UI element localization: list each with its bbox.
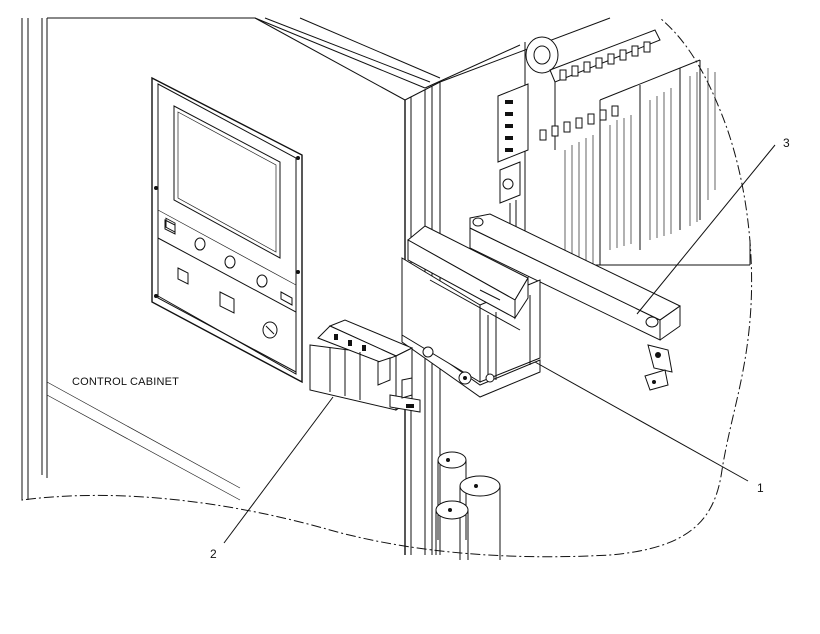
item-3-resistor — [469, 213, 681, 391]
knob-3-icon — [256, 274, 268, 288]
capacitors — [435, 451, 501, 560]
control-cabinet-label: CONTROL CABINET — [72, 376, 179, 388]
leader-lines — [223, 144, 776, 544]
control-cabinet — [47, 17, 441, 555]
leader-line-3 — [636, 144, 776, 315]
callout-2: 2 — [210, 547, 217, 561]
leader-line-1 — [534, 361, 749, 482]
terminal-strip — [549, 29, 701, 265]
callout-1: 1 — [757, 481, 764, 495]
display-screen — [173, 105, 281, 259]
connector-row — [539, 41, 651, 141]
detail-boundary — [21, 17, 753, 558]
knob-1-icon — [194, 237, 206, 251]
cabinet-left-frame — [21, 18, 241, 501]
rear-electronics — [424, 17, 751, 266]
callout-3: 3 — [783, 136, 790, 150]
heat-sink — [564, 68, 716, 264]
item-2-contactor — [309, 319, 421, 413]
knob-2-icon — [224, 255, 236, 269]
din-rail-clips — [497, 83, 529, 245]
item-1-transformer — [401, 225, 541, 398]
operator-panel — [151, 76, 303, 384]
leader-line-2 — [223, 396, 334, 544]
